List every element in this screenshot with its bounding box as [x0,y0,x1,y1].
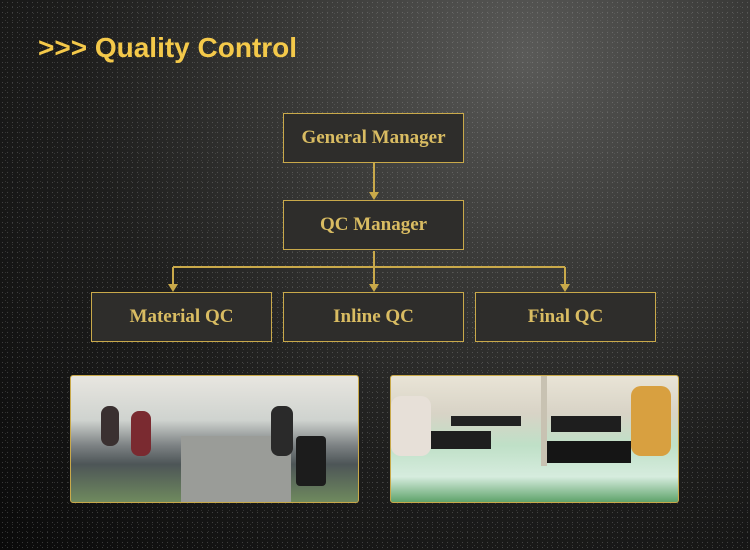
arrow-icon [369,284,379,292]
page-title: >>> Quality Control [38,32,298,63]
inline-qc-box: Inline QC [283,292,464,342]
arrow-icon [560,284,570,292]
arrow-icon [168,284,178,292]
material-qc-box: Material QC [91,292,272,342]
qc-office-photo [70,375,359,503]
arrow-icon [369,192,379,200]
general-manager-box: General Manager [283,113,464,163]
qc-inspection-photo [390,375,679,503]
final-qc-box: Final QC [475,292,656,342]
qc-manager-box: QC Manager [283,200,464,250]
